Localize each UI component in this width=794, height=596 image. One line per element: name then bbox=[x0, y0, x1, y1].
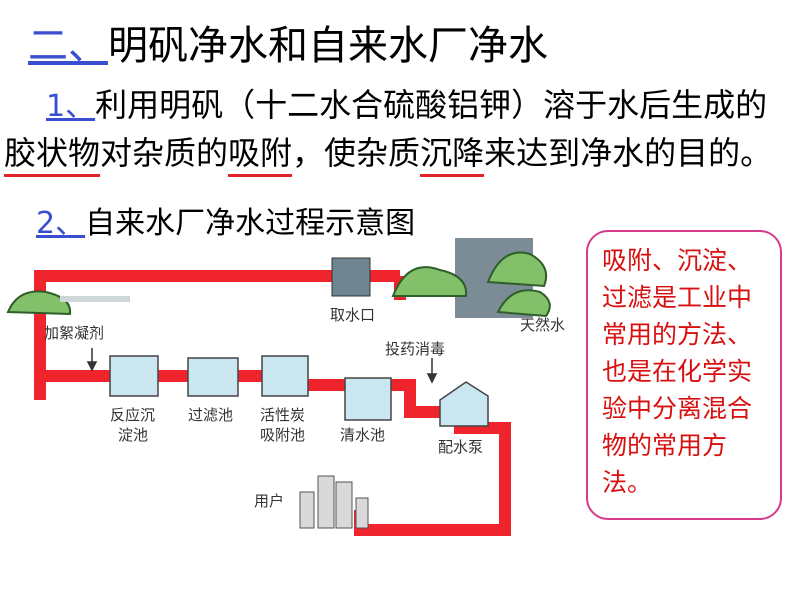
point-1-text-a: 利用明矾（十二水合硫酸铝钾）溶于水后生成的 bbox=[95, 86, 768, 124]
keyword-adsorption: 吸附 bbox=[228, 134, 293, 177]
label-user: 用户 bbox=[254, 492, 284, 510]
label-pump: 配水泵 bbox=[438, 438, 483, 456]
label-carbon-tank-1: 活性炭 bbox=[260, 406, 305, 424]
label-reaction-tank-2: 淀池 bbox=[118, 426, 148, 444]
clear-tank bbox=[344, 377, 392, 421]
label-natural-water: 天然水 bbox=[520, 316, 565, 334]
arrows bbox=[86, 348, 438, 384]
point-1-paragraph: 1、利用明矾（十二水合硫酸铝钾）溶于水后生成的胶状物对杂质的吸附，使杂质沉降来达… bbox=[4, 82, 790, 177]
point-2-heading: 2、自来水厂净水过程示意图 bbox=[36, 204, 415, 244]
carbon-tank bbox=[261, 355, 309, 397]
point-1-number: 1、 bbox=[46, 89, 96, 124]
reaction-tank bbox=[109, 355, 159, 397]
filter-tank bbox=[187, 357, 239, 397]
label-filter-tank: 过滤池 bbox=[188, 406, 233, 424]
label-intake: 取水口 bbox=[330, 306, 375, 324]
intake-box bbox=[331, 257, 371, 297]
label-disinfect: 投药消毒 bbox=[385, 340, 445, 358]
label-coagulant: 加絮凝剂 bbox=[44, 324, 104, 342]
buildings bbox=[299, 475, 369, 529]
label-carbon-tank-2: 吸附池 bbox=[260, 426, 305, 444]
label-reaction-tank-1: 反应沉 bbox=[110, 406, 155, 424]
nature-scene bbox=[6, 238, 551, 318]
point-1-text-c: ，使杂质 bbox=[292, 134, 421, 172]
point-2-number: 2、 bbox=[36, 206, 86, 241]
slide-title: 二、明矾净水和自来水厂净水 bbox=[28, 22, 548, 70]
keyword-settling: 沉降 bbox=[420, 134, 485, 177]
section-number: 二、 bbox=[28, 23, 108, 69]
label-clear-tank: 清水池 bbox=[340, 426, 385, 444]
note-box: 吸附、沉淀、过滤是工业中常用的方法、也是在化学实验中分离混合物的常用方法。 bbox=[586, 230, 782, 520]
point-1-text-d: 来达到净水的目的。 bbox=[484, 134, 773, 172]
point-2-text: 自来水厂净水过程示意图 bbox=[85, 206, 416, 241]
pump-house bbox=[439, 381, 489, 427]
section-title: 明矾净水和自来水厂净水 bbox=[108, 23, 548, 69]
keyword-colloid: 胶状物 bbox=[4, 134, 101, 177]
water-plant-diagram: 加絮凝剂 取水口 天然水 投药消毒 反应沉 淀池 过滤池 活性炭 吸附池 清水池… bbox=[6, 238, 565, 536]
tanks bbox=[109, 355, 489, 427]
point-1-text-b: 对杂质的 bbox=[100, 134, 229, 172]
note-text: 吸附、沉淀、过滤是工业中常用的方法、也是在化学实验中分离混合物的常用方法。 bbox=[602, 246, 753, 497]
